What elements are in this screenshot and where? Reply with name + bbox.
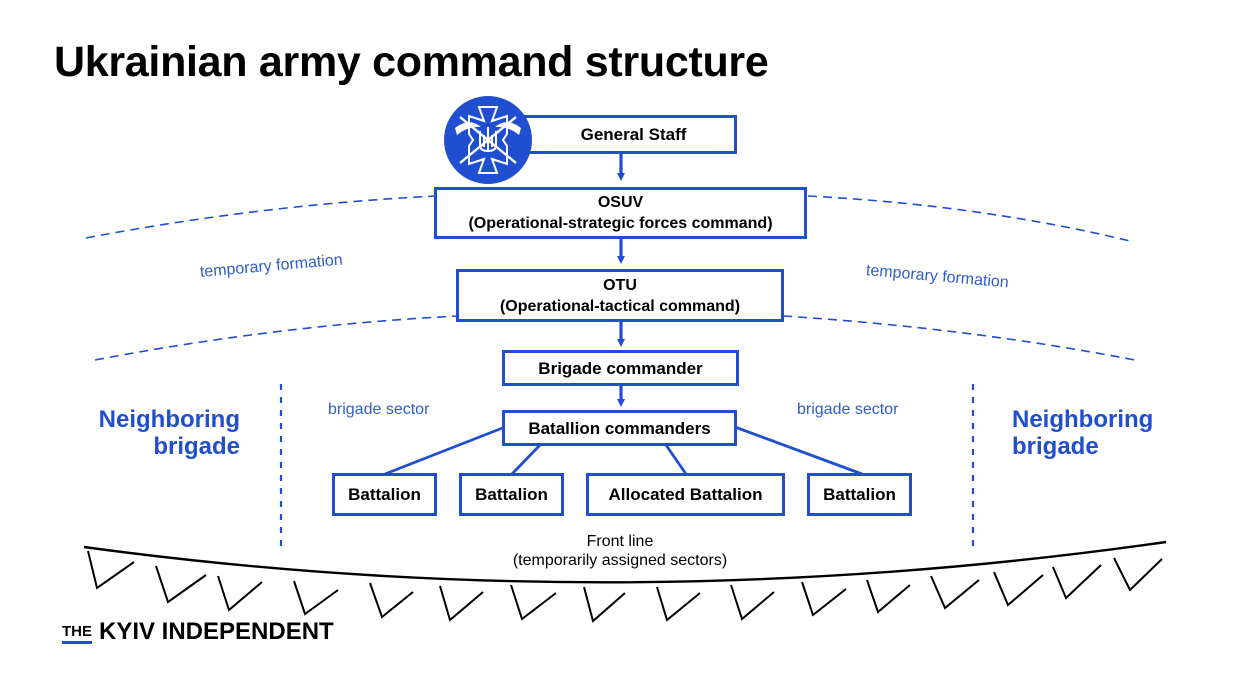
neighboring-brigade-left: Neighboring brigade	[84, 406, 240, 460]
neighboring-right-line1: Neighboring	[1012, 406, 1154, 433]
formation-arc-upper-right	[807, 195, 1131, 242]
formation-arc-lower-left	[94, 315, 459, 361]
brand-logo: THE KYIV INDEPENDENT	[62, 618, 334, 646]
general-staff-label: General Staff	[580, 125, 687, 144]
connector-battalion-2	[510, 444, 542, 475]
battalion-commanders-box: Batallion commanders	[502, 410, 737, 446]
allocated-battalion-label: Allocated Battalion	[608, 485, 763, 504]
brand-name: KYIV INDEPENDENT	[99, 618, 334, 645]
battalion-box: Battalion	[332, 473, 437, 516]
battalion-label: Battalion	[475, 485, 548, 504]
neighboring-right-line2: brigade	[1012, 433, 1099, 460]
battalion-label: Battalion	[823, 485, 896, 504]
connector-battalion-1	[384, 425, 506, 476]
page-title: Ukrainian army command structure	[54, 38, 769, 86]
osuv-full: (Operational-strategic forces command)	[468, 215, 773, 232]
osuv-box: OSUV (Operational-strategic forces comma…	[434, 187, 807, 239]
osuv-abbr: OSUV	[597, 194, 644, 211]
front-line	[83, 540, 1167, 623]
front-line-subtitle: (temporarily assigned sectors)	[512, 552, 728, 569]
neighboring-brigade-right: Neighboring brigade	[1012, 406, 1153, 460]
brigade-commander-box: Brigade commander	[502, 350, 739, 386]
front-line-title: Front line	[586, 533, 654, 550]
general-staff-box: General Staff	[508, 115, 737, 154]
battalion-label: Battalion	[348, 485, 421, 504]
front-line-label: Front line (temporarily assigned sectors…	[0, 532, 1240, 570]
formation-arc-lower-right	[782, 315, 1141, 362]
battalion-box: Battalion	[807, 473, 912, 516]
armed-forces-emblem-icon	[444, 96, 532, 184]
brigade-commander-label: Brigade commander	[538, 358, 703, 378]
neighboring-left-line2: brigade	[153, 433, 240, 460]
brand-prefix: THE	[62, 624, 92, 644]
otu-abbr: OTU	[603, 276, 637, 294]
formation-arc-upper-left	[85, 195, 437, 239]
brigade-sector-right: brigade sector	[797, 401, 899, 418]
allocated-battalion-box: Allocated Battalion	[586, 473, 785, 516]
neighboring-left-line1: Neighboring	[98, 406, 240, 433]
connector-battalion-4	[734, 425, 863, 476]
otu-full: (Operational-tactical command)	[499, 297, 741, 315]
otu-box: OTU (Operational-tactical command)	[456, 269, 784, 322]
brigade-sector-left: brigade sector	[328, 401, 430, 418]
connector-battalion-3	[664, 444, 688, 475]
battalion-commanders-label: Batallion commanders	[528, 418, 711, 438]
battalion-box: Battalion	[459, 473, 564, 516]
